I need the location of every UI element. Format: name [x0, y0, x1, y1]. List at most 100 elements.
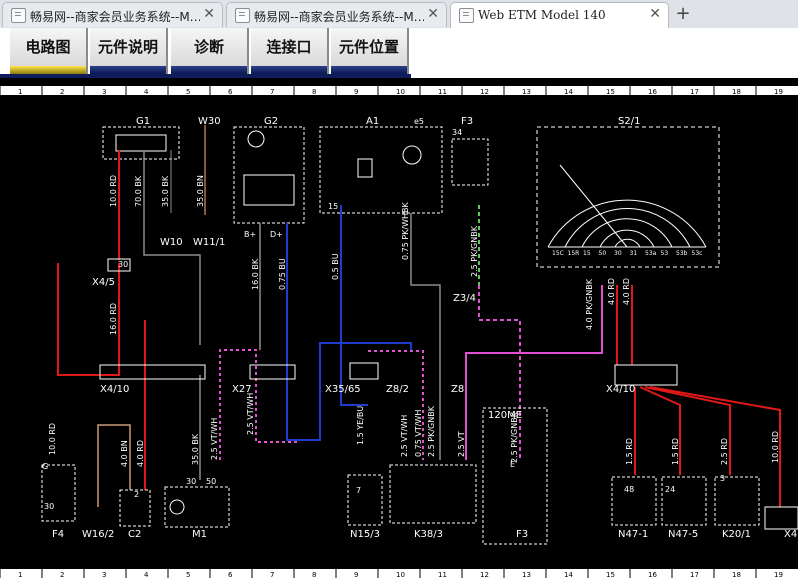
n153-component[interactable] [347, 474, 383, 526]
label-f3-pin: 34 [452, 128, 462, 137]
switch-terminal-label: 31 [630, 250, 638, 257]
s21-ignition-switch[interactable] [536, 126, 720, 268]
ruler-label: 12 [480, 88, 489, 95]
ruler-label: 13 [522, 571, 531, 579]
wire-spec-label: 16.0 RD [109, 303, 118, 335]
close-tab-icon[interactable]: ✕ [649, 6, 661, 22]
pin-50: 50 [206, 477, 216, 486]
ruler-label: 6 [228, 88, 233, 95]
label-w11: W11/1 [193, 237, 225, 248]
ruler-label: 4 [144, 571, 149, 579]
wire-spec-label: 4.0 BN [120, 440, 129, 467]
x27-connector[interactable] [249, 364, 296, 380]
wire-spec-label: 10.0 RD [48, 423, 57, 455]
menu-wiring-diagram[interactable]: 电路图 [10, 28, 88, 74]
close-tab-icon[interactable]: ✕ [427, 6, 439, 22]
menu-diagnosis[interactable]: 诊断 [171, 28, 249, 74]
wire-spec-label: 1.5 YE/BU [356, 406, 365, 445]
switch-terminal-label: 50 [599, 250, 607, 257]
wire-spec-label: 2.5 VT/WH [400, 415, 409, 457]
wire-spec-label: 2.5 VT/WH [210, 418, 219, 460]
x410-connector[interactable] [99, 364, 206, 380]
a1-instrument-cluster[interactable] [319, 126, 443, 214]
f3-fuse-box[interactable] [451, 138, 489, 186]
k383-relay[interactable] [389, 464, 477, 524]
label-x410b: X4/10 [606, 384, 635, 395]
ruler-label: 15 [606, 88, 615, 95]
label-f3b: F3 [516, 529, 528, 540]
f4-fuse-box[interactable] [41, 464, 76, 522]
ruler-label: 2 [60, 571, 64, 579]
menu-underline [0, 74, 411, 78]
wire-spec-label: 0.5 BU [331, 253, 340, 280]
label-x410: X4/10 [100, 384, 129, 395]
ruler-label: 5 [186, 88, 190, 95]
label-f4: F4 [52, 529, 64, 540]
wire-spec-label: 0.75 VT/WH [414, 410, 423, 457]
lamp-icon [402, 145, 422, 165]
alternator-icon [247, 130, 265, 148]
label-z34: Z3/4 [453, 293, 476, 304]
switch-terminal-label: 15 [583, 250, 591, 257]
new-tab-button[interactable]: + [675, 3, 691, 24]
wire-spec-label: 10.0 RD [109, 175, 118, 207]
k201-relay[interactable] [714, 476, 760, 526]
menu-label: 元件位置 [338, 38, 399, 56]
pin-30-f4: 30 [44, 502, 54, 511]
ruler-label: 17 [690, 571, 699, 579]
pin-7: 7 [356, 486, 361, 495]
ruler-label: 16 [648, 88, 657, 95]
menu-connectors[interactable]: 连接口 [251, 28, 329, 74]
label-x45: X4/5 [92, 277, 115, 288]
pin-2: 2 [134, 490, 139, 499]
browser-tab-strip: 畅易网--商家会员业务系统--M… ✕ 畅易网--商家会员业务系统--M… ✕ … [0, 0, 798, 29]
menu-label: 诊断 [193, 38, 224, 56]
pin-d-plus: D+ [270, 230, 283, 239]
menu-component-location[interactable]: 元件位置 [331, 28, 409, 74]
m1-starter[interactable] [164, 486, 230, 528]
label-k383: K38/3 [414, 529, 443, 540]
ruler-label: 9 [354, 571, 358, 579]
x45-connector[interactable] [107, 258, 131, 272]
menu-bar [251, 66, 327, 74]
page-icon [459, 8, 474, 23]
ruler-label: 6 [228, 571, 233, 579]
wire-spec-label: 2.5 VT/WH [246, 393, 255, 435]
ruler-label: 19 [774, 88, 783, 95]
x410b-connector[interactable] [614, 364, 678, 386]
wire-spec-label: 70.0 BK [134, 175, 143, 207]
label-s21: S2/1 [618, 116, 640, 127]
g2-alternator-box[interactable] [233, 126, 305, 224]
wire-spec-label: 2.5 PK/GNBK [510, 411, 519, 463]
pin-24: 24 [665, 485, 675, 494]
wiring-diagram[interactable]: G1 W30 G2 A1 e5 F3 34 S2/1 W10 W11/1 X4/… [0, 95, 798, 569]
c2-component[interactable] [119, 489, 151, 527]
label-x4-last: X4 [784, 529, 797, 540]
ruler-label: 18 [732, 571, 741, 579]
ruler-label: 14 [564, 88, 573, 95]
n471-component[interactable] [611, 476, 657, 526]
wire-spec-label: 16.0 BK [251, 258, 260, 290]
browser-tab-2[interactable]: 畅易网--商家会员业务系统--M… ✕ [226, 2, 447, 27]
n475-component[interactable] [661, 476, 707, 526]
page-icon [11, 8, 26, 23]
label-g1: G1 [136, 116, 150, 127]
ruler-label: 7 [270, 88, 274, 95]
battery-icon [115, 134, 167, 152]
browser-tab-3[interactable]: Web ETM Model 140 ✕ [450, 2, 669, 29]
close-tab-icon[interactable]: ✕ [203, 6, 215, 22]
x3565-connector[interactable] [349, 362, 379, 380]
selected-indicator [10, 66, 86, 74]
tab-title: 畅易网--商家会员业务系统--M… [30, 10, 200, 24]
f3b-fuse-box[interactable] [482, 407, 548, 545]
menu-component-description[interactable]: 元件说明 [90, 28, 168, 74]
ruler-label: 13 [522, 88, 531, 95]
x4-connector[interactable] [764, 506, 798, 530]
browser-tab-1[interactable]: 畅易网--商家会员业务系统--M… ✕ [2, 2, 223, 27]
label-g2: G2 [264, 116, 278, 127]
menu-label: 电路图 [25, 38, 71, 56]
g1-battery-box[interactable] [102, 126, 180, 160]
wire-spec-label: 4.0 RD [136, 440, 145, 467]
ruler-label: 1 [18, 88, 22, 95]
ruler-label: 11 [438, 88, 447, 95]
